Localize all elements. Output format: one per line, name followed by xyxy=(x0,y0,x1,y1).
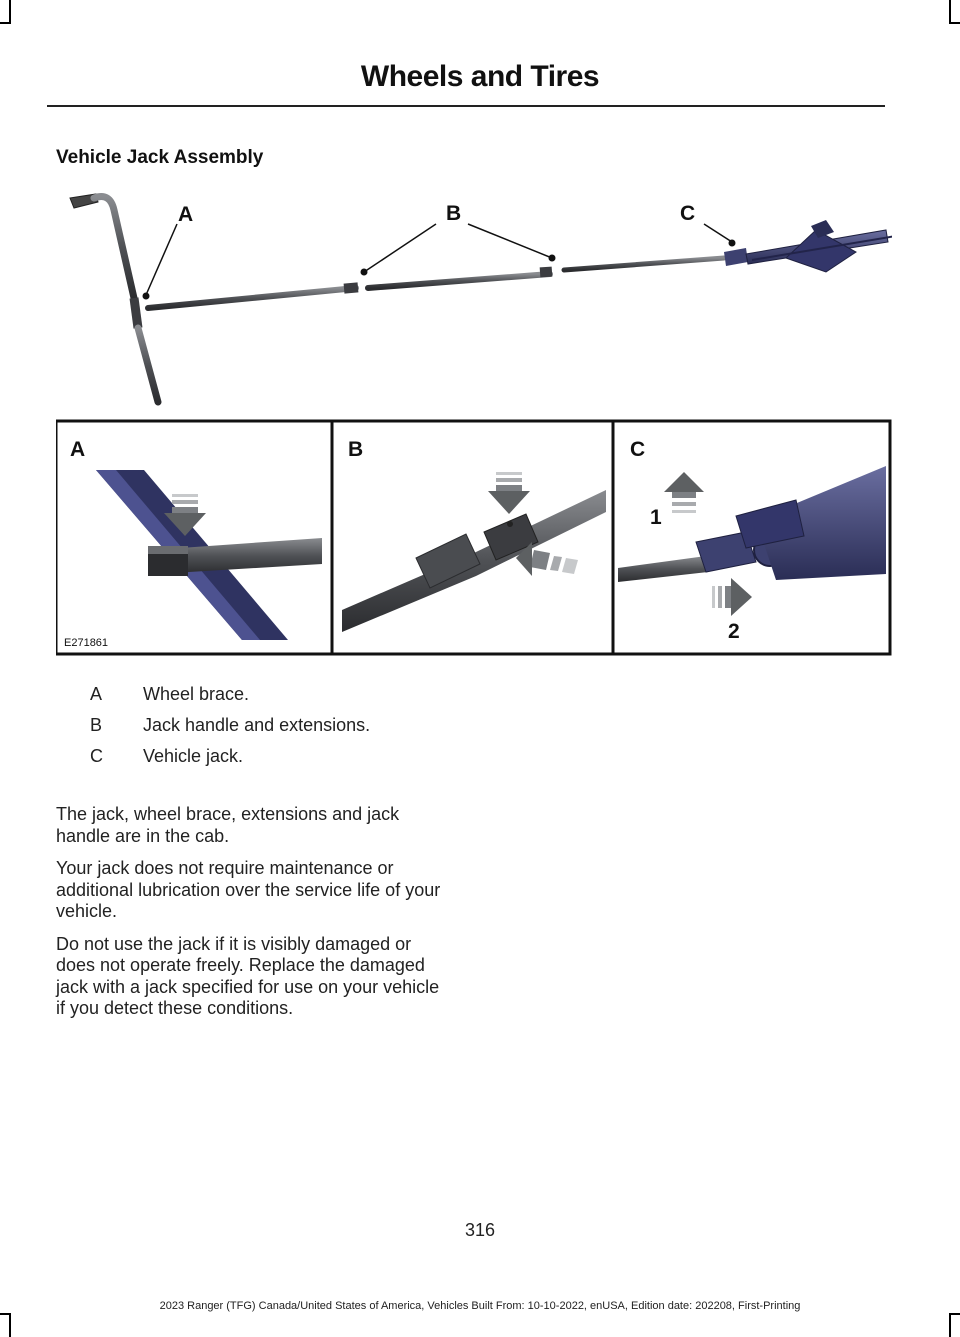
crop-mark-top-left-v xyxy=(9,0,11,24)
legend-letter: C xyxy=(90,746,103,766)
step-1-label: 1 xyxy=(650,506,662,529)
up-arrow-icon xyxy=(664,472,704,513)
jack-handle-icon xyxy=(145,255,727,311)
detail-panel-b: B xyxy=(342,438,606,632)
panel-c-label: C xyxy=(630,438,645,461)
legend-text: Vehicle jack. xyxy=(143,746,244,766)
detail-panel-a: A E271861 xyxy=(64,438,322,649)
page-title: Wheels and Tires xyxy=(360,60,600,93)
body-text: The jack, wheel brace, extensions and ja… xyxy=(56,804,451,1031)
callout-c-label: C xyxy=(680,202,695,225)
callout-a-label: A xyxy=(178,203,193,226)
header-divider xyxy=(47,105,885,107)
push-arrow-icon xyxy=(488,472,530,514)
body-paragraph: Do not use the jack if it is visibly dam… xyxy=(56,933,440,1019)
section-heading: Vehicle Jack Assembly xyxy=(56,147,264,168)
down-arrow-icon xyxy=(164,494,206,536)
panel-b-label: B xyxy=(348,438,363,461)
legend-item: A Wheel brace. xyxy=(56,684,456,715)
crop-mark-bottom-left-h xyxy=(0,1313,11,1315)
jack-assembly-figure: A B C A E271861 xyxy=(56,180,892,658)
right-arrow-icon xyxy=(712,578,752,616)
legend-letter: B xyxy=(90,715,103,735)
legend-text: Wheel brace. xyxy=(143,684,250,704)
legend-item: C Vehicle jack. xyxy=(56,746,456,777)
body-paragraph: Your jack does not require maintenance o… xyxy=(56,858,441,921)
image-id: E271861 xyxy=(64,637,108,649)
wheel-brace-icon xyxy=(69,193,162,406)
body-paragraph: The jack, wheel brace, extensions and ja… xyxy=(56,804,400,846)
slide-arrow-icon xyxy=(516,542,578,576)
legend-item: B Jack handle and extensions. xyxy=(56,715,456,746)
vehicle-jack-icon xyxy=(724,220,892,273)
callout-leaders xyxy=(142,223,736,300)
overview-drawing: A B C xyxy=(69,193,892,406)
crop-mark-top-right-v xyxy=(949,0,951,24)
page-number: 316 xyxy=(464,1220,496,1240)
crop-mark-bottom-right-h xyxy=(949,1313,960,1315)
page-footer: 2023 Ranger (TFG) Canada/United States o… xyxy=(159,1300,801,1312)
step-2-label: 2 xyxy=(728,620,740,643)
figure-legend: A Wheel brace. B Jack handle and extensi… xyxy=(56,684,456,777)
callout-b-label: B xyxy=(446,202,461,225)
legend-letter: A xyxy=(90,684,103,704)
crop-mark-top-right-h xyxy=(949,22,960,24)
legend-text: Jack handle and extensions. xyxy=(143,715,371,735)
panel-a-label: A xyxy=(70,438,85,461)
crop-mark-bottom-left-v xyxy=(9,1313,11,1337)
detail-panel-c: C 1 2 xyxy=(618,438,886,643)
crop-mark-top-left-h xyxy=(0,22,11,24)
crop-mark-bottom-right-v xyxy=(949,1313,951,1337)
